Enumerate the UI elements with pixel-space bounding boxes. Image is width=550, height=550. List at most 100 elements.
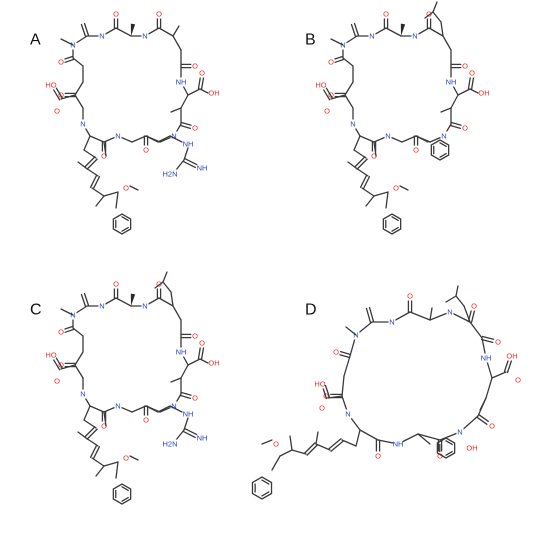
carbonyl-oxygen: O bbox=[371, 152, 377, 161]
ring-amide-nh: NH bbox=[393, 440, 404, 449]
n-methyl-bond bbox=[60, 308, 74, 316]
arg-bond bbox=[175, 429, 185, 441]
atom-label-bg bbox=[197, 163, 207, 173]
atom-label-bg bbox=[382, 9, 390, 19]
methoxy-bond bbox=[399, 185, 409, 191]
ring-bond bbox=[417, 433, 441, 441]
carbonyl-oxygen: O bbox=[58, 328, 64, 337]
ring-nitrogen: N bbox=[80, 390, 85, 399]
adda-double-bond bbox=[330, 440, 344, 452]
acid-bond bbox=[199, 88, 209, 94]
adda-bond bbox=[83, 405, 91, 421]
ring-bond bbox=[74, 94, 84, 109]
acid-hydroxyl: HO bbox=[314, 380, 325, 389]
arg-nh: NH bbox=[183, 410, 194, 419]
methyl-bond bbox=[77, 431, 87, 439]
phenol-hydroxyl: OH bbox=[466, 444, 477, 453]
atom-label-bg bbox=[112, 279, 120, 289]
carbonyl-oxygen: O bbox=[375, 452, 381, 461]
acid-co-bond bbox=[322, 89, 331, 101]
leu-bond bbox=[170, 291, 174, 307]
acid-bond bbox=[457, 88, 471, 96]
arg-bond bbox=[169, 135, 183, 143]
methyl-bond bbox=[440, 107, 452, 113]
aromatic-bond bbox=[121, 486, 129, 492]
adda-bond bbox=[103, 461, 119, 467]
acid-co-bond bbox=[324, 384, 331, 399]
atom-label-bg bbox=[163, 169, 177, 179]
adda-bond bbox=[315, 443, 331, 451]
acid-oxygen: O bbox=[199, 69, 205, 78]
atom-label-bg bbox=[114, 401, 122, 411]
acid-oxygen: O bbox=[319, 404, 325, 413]
atom-label-bg bbox=[315, 379, 325, 389]
atom-label-bg bbox=[470, 301, 478, 311]
carbonyl-bond bbox=[481, 335, 495, 340]
atom-label-bg bbox=[191, 123, 199, 133]
carbonyl-oxygen: O bbox=[407, 292, 413, 301]
adda-bond bbox=[353, 149, 367, 159]
atom-label-bg bbox=[481, 353, 491, 363]
methyl-bond bbox=[429, 307, 433, 321]
ring-bond bbox=[172, 305, 182, 321]
carbonyl-bond bbox=[180, 391, 192, 396]
leu-bond bbox=[445, 295, 457, 303]
wedge-bond bbox=[130, 23, 136, 36]
aromatic-bond bbox=[439, 142, 447, 148]
methoxy-bond bbox=[129, 185, 139, 191]
aromatic-bond bbox=[391, 216, 399, 222]
ring-nitrogen: N bbox=[142, 32, 147, 41]
adda-bond bbox=[115, 191, 119, 209]
ring-bond bbox=[115, 27, 132, 37]
leu-bond bbox=[432, 11, 442, 23]
ring-bond bbox=[131, 405, 147, 413]
methyl-bond bbox=[95, 465, 105, 477]
carbonyl-oxygen: O bbox=[192, 394, 198, 403]
benzene-ring bbox=[251, 476, 273, 500]
ring-bond bbox=[450, 94, 459, 109]
methyl-bond bbox=[170, 377, 182, 383]
atom-label-bg bbox=[98, 301, 106, 311]
acid-oxygen: O bbox=[515, 376, 521, 385]
atom-label-bg bbox=[98, 31, 106, 41]
adda-double-bond bbox=[304, 442, 316, 454]
acid-oxygen: O bbox=[54, 107, 60, 116]
adda-double-bond bbox=[306, 444, 318, 456]
ring-amide-nh: NH bbox=[176, 348, 187, 357]
ring-nitrogen: N bbox=[171, 132, 176, 141]
methoxy-bond bbox=[129, 455, 139, 461]
carbonyl-bond bbox=[64, 328, 75, 333]
atom-label-bg bbox=[332, 347, 340, 357]
carbonyl-bond bbox=[476, 416, 488, 425]
methyl-bond bbox=[95, 195, 105, 207]
ring-bond bbox=[344, 81, 354, 96]
leu-bond bbox=[455, 285, 459, 297]
acid-bond bbox=[327, 395, 343, 399]
acid-co-bond bbox=[55, 357, 64, 369]
benzene-ring bbox=[112, 483, 132, 505]
ring-nitrogen: N bbox=[447, 308, 452, 317]
adda-double-bond bbox=[356, 158, 368, 170]
benzene-ring bbox=[436, 437, 456, 459]
atom-label-bg bbox=[176, 347, 186, 357]
arg-double-bond bbox=[184, 427, 198, 436]
adda-bond bbox=[355, 167, 369, 177]
acid-bond bbox=[60, 94, 76, 100]
ring-nitrogen: N bbox=[115, 402, 120, 411]
methyl-bond bbox=[315, 431, 319, 445]
atom-label-bg bbox=[183, 409, 193, 419]
acid-oxygen: O bbox=[469, 69, 475, 78]
atom-label-bg bbox=[122, 183, 130, 193]
adda-bond bbox=[85, 437, 99, 447]
ring-bond bbox=[74, 364, 84, 379]
acid-hydroxyl: HO bbox=[315, 81, 326, 90]
methyl-bond bbox=[289, 435, 293, 451]
acid-hydroxyl: OH bbox=[478, 89, 489, 98]
methylidene-bond bbox=[353, 22, 360, 37]
arg-bond bbox=[145, 405, 159, 413]
atom-label-bg bbox=[316, 80, 326, 90]
ring-nitrogen: N bbox=[99, 32, 104, 41]
panel-label: D bbox=[305, 302, 317, 319]
adda-double-bond bbox=[84, 426, 96, 438]
